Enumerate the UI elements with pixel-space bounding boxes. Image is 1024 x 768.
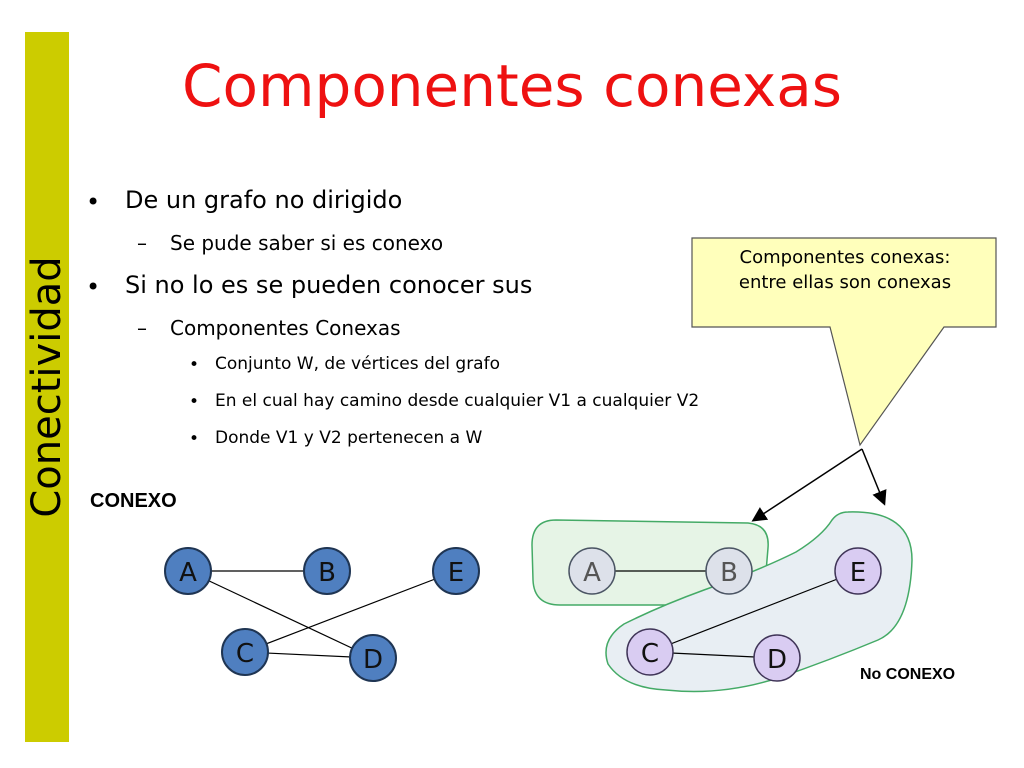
edge-a-d [187, 570, 374, 659]
node-b: B [705, 547, 753, 595]
node-e: E [432, 547, 480, 595]
edge-c-e [244, 570, 457, 653]
bullet-marker: • [189, 355, 200, 375]
bullet-marker: – [137, 231, 147, 255]
edge-c-e [649, 570, 859, 653]
bullet-marker: • [189, 392, 200, 412]
svg-text:C: C [641, 639, 659, 669]
sidebar-band [25, 32, 69, 742]
node-e: E [834, 547, 882, 595]
bullet-marker: – [137, 316, 147, 340]
svg-text:A: A [583, 558, 601, 588]
callout-text: Componentes conexas: entre ellas son con… [698, 245, 992, 295]
bullet-item: En el cual hay camino desde cualquier V1… [215, 391, 700, 411]
bullet-marker: • [86, 273, 101, 301]
callout-line: entre ellas son conexas [738, 272, 952, 293]
svg-text:D: D [363, 645, 383, 675]
callout-arrow [861, 448, 887, 506]
callout-line: Componentes conexas: [739, 247, 951, 268]
bullet-item: De un grafo no dirigido [125, 186, 403, 214]
svg-text:E: E [448, 558, 464, 588]
slide-title: Componentes conexas [182, 52, 842, 120]
callout-shape [691, 237, 997, 447]
not-connected-graph-nodes: A B E C D [568, 547, 882, 682]
node-b: B [303, 547, 351, 595]
node-a: A [568, 547, 616, 595]
bullet-marker: • [86, 188, 101, 216]
node-d: D [753, 634, 801, 682]
bullet-item: Donde V1 y V2 pertenecen a W [215, 428, 483, 448]
svg-text:A: A [179, 558, 197, 588]
svg-text:B: B [720, 558, 738, 588]
connected-graph-nodes: A B E C D [164, 547, 480, 682]
bullet-marker: • [189, 429, 200, 449]
component-region-ecd [605, 511, 913, 693]
bullet-item: Si no lo es se pueden conocer sus [125, 271, 533, 299]
svg-text:B: B [318, 558, 336, 588]
not-connected-graph-label: No CONEXO [860, 666, 956, 683]
node-c: C [626, 628, 674, 676]
callout-arrow [751, 448, 863, 522]
connected-graph-label: CONEXO [90, 490, 177, 512]
bullet-item: Componentes Conexas [170, 316, 401, 340]
node-a: A [164, 547, 212, 595]
bullet-item: Conjunto W, de vértices del grafo [215, 354, 500, 374]
bullet-item: Se pude saber si es conexo [170, 231, 444, 255]
svg-text:E: E [850, 558, 866, 588]
node-d: D [349, 634, 397, 682]
node-c: C [221, 628, 269, 676]
svg-text:D: D [767, 645, 787, 675]
svg-text:C: C [236, 639, 254, 669]
